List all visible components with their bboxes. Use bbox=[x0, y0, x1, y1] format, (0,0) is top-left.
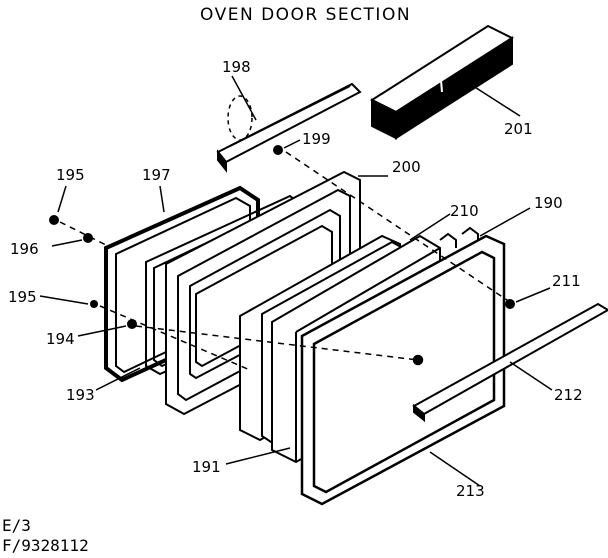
screw-211-icon bbox=[505, 299, 515, 309]
leader-lines bbox=[39, 75, 553, 487]
diagram-title: OVEN DOOR SECTION bbox=[200, 5, 411, 25]
part-190-clips bbox=[439, 226, 479, 248]
footer-code-line2: F/9328112 bbox=[2, 536, 89, 555]
callout-198: 198 bbox=[222, 58, 251, 76]
callout-201: 201 bbox=[504, 120, 533, 138]
screw-196-icon bbox=[83, 233, 93, 243]
callout-210: 210 bbox=[450, 202, 479, 220]
callout-212: 212 bbox=[554, 386, 583, 404]
part-212-handle bbox=[412, 302, 608, 423]
callout-211: 211 bbox=[552, 272, 581, 290]
callout-200: 200 bbox=[392, 158, 421, 176]
screw-195b-icon bbox=[90, 300, 98, 308]
callouts: 198 199 200 201 195 197 196 210 190 195 … bbox=[8, 58, 583, 500]
callout-213: 213 bbox=[456, 482, 485, 500]
screw-icons bbox=[49, 145, 515, 329]
part-198-trim bbox=[216, 82, 362, 173]
callout-193: 193 bbox=[66, 386, 95, 404]
part-201-handle-block bbox=[369, 24, 515, 140]
callout-199: 199 bbox=[302, 130, 331, 148]
alignment-lines bbox=[59, 95, 511, 371]
callout-196: 196 bbox=[10, 240, 39, 258]
screw-195a-icon bbox=[49, 215, 59, 225]
part-200-inner-frame bbox=[165, 170, 361, 416]
screw-199-icon bbox=[273, 145, 283, 155]
callout-195-top: 195 bbox=[56, 166, 85, 184]
callout-194: 194 bbox=[46, 330, 75, 348]
callout-197: 197 bbox=[142, 166, 171, 184]
part-213-outer-panel bbox=[300, 234, 506, 506]
callout-195-mid: 195 bbox=[8, 288, 37, 306]
callout-190: 190 bbox=[534, 194, 563, 212]
footer-code-line1: E/3 bbox=[2, 516, 31, 535]
callout-191: 191 bbox=[192, 458, 221, 476]
